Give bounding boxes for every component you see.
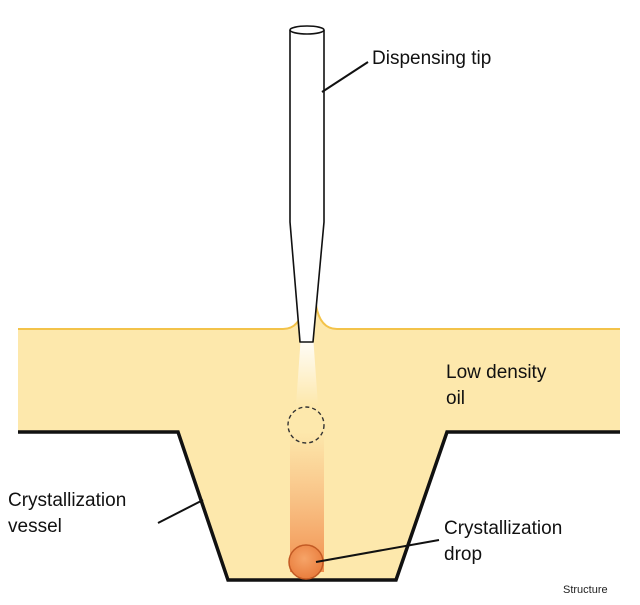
crystallization-vessel xyxy=(18,430,620,582)
credit-text: Structure xyxy=(563,584,608,596)
dispensing-tip-opening xyxy=(289,25,325,35)
label-dispensing-tip-text: Dispensing tip xyxy=(372,48,492,69)
label-vessel-line1: Crystallization xyxy=(8,490,127,511)
label-oil-line2: oil xyxy=(446,388,466,409)
leader-dispensing-tip xyxy=(321,61,369,93)
crystallization-drop xyxy=(288,544,324,580)
label-dispensing-tip: Dispensing tip xyxy=(372,46,491,72)
credit-label: Structure xyxy=(563,583,608,597)
leader-drop xyxy=(315,539,440,563)
label-crystallization-vessel: Crystallization vessel xyxy=(8,488,126,540)
label-drop-line1: Crystallization xyxy=(444,518,563,539)
label-crystallization-drop: Crystallization drop xyxy=(444,516,562,568)
ghost-droplet xyxy=(287,406,325,444)
label-vessel-line2: vessel xyxy=(8,516,62,537)
dispensing-tip xyxy=(289,30,325,343)
label-oil-line1: Low density xyxy=(446,362,547,383)
label-low-density-oil: Low density oil xyxy=(446,360,546,412)
label-drop-line2: drop xyxy=(444,544,483,565)
leader-vessel xyxy=(157,499,204,524)
dispensing-jet xyxy=(296,335,318,405)
